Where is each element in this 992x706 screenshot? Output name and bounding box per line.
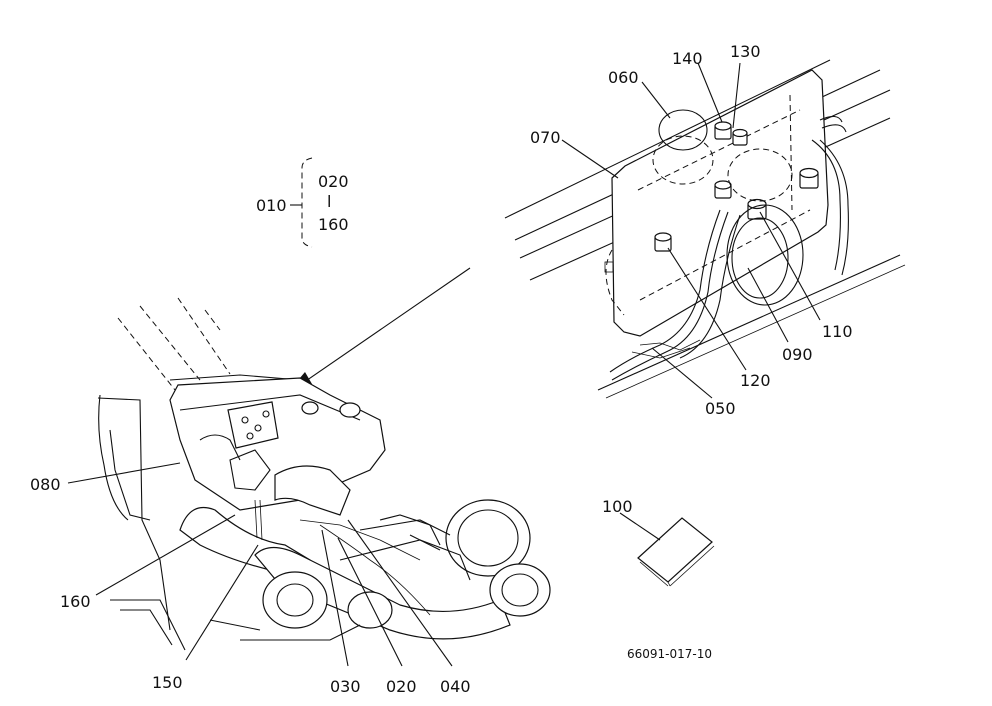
- detail-pointer-arrow: [288, 267, 471, 392]
- drawing-code: 66091-017-10: [627, 647, 712, 661]
- terminal-bolts: [654, 121, 819, 252]
- label-020: 020: [386, 677, 417, 696]
- detail-leader-lines: [561, 62, 821, 399]
- label-080: 080: [30, 475, 61, 494]
- label-160: 160: [60, 592, 91, 611]
- label-040: 040: [440, 677, 471, 696]
- bolt-130: [732, 128, 748, 146]
- label-range-end: 160: [318, 215, 349, 234]
- label-100: 100: [602, 497, 633, 516]
- label-060: 060: [608, 68, 639, 87]
- bolt-110: [747, 198, 767, 220]
- part-range-bracket: 010 020 l 160: [256, 157, 349, 248]
- bolt-upper-mid: [714, 180, 732, 199]
- label-range-separator: l: [327, 192, 331, 211]
- label-030: 030: [330, 677, 361, 696]
- bolt-right: [799, 167, 819, 189]
- bolt-120: [654, 232, 672, 252]
- overview-relay-plate: [227, 401, 279, 449]
- label-010: 010: [256, 196, 287, 215]
- label-150: 150: [152, 673, 183, 692]
- mounting-plate: [604, 69, 829, 337]
- overview-leader-lines: [67, 462, 453, 667]
- bolt-140: [714, 121, 732, 140]
- label-070: 070: [530, 128, 561, 147]
- label-range-start: 020: [318, 172, 349, 191]
- label-090: 090: [782, 345, 813, 364]
- label-130: 130: [730, 42, 761, 61]
- relay-060: [652, 109, 714, 185]
- label-140: 140: [672, 49, 703, 68]
- engine-bay-overview: [97, 297, 551, 651]
- label-050: 050: [705, 399, 736, 418]
- label-120: 120: [740, 371, 771, 390]
- manual-booklet-100: 100: [602, 497, 715, 587]
- harness-detail: [609, 115, 849, 381]
- label-110: 110: [822, 322, 853, 341]
